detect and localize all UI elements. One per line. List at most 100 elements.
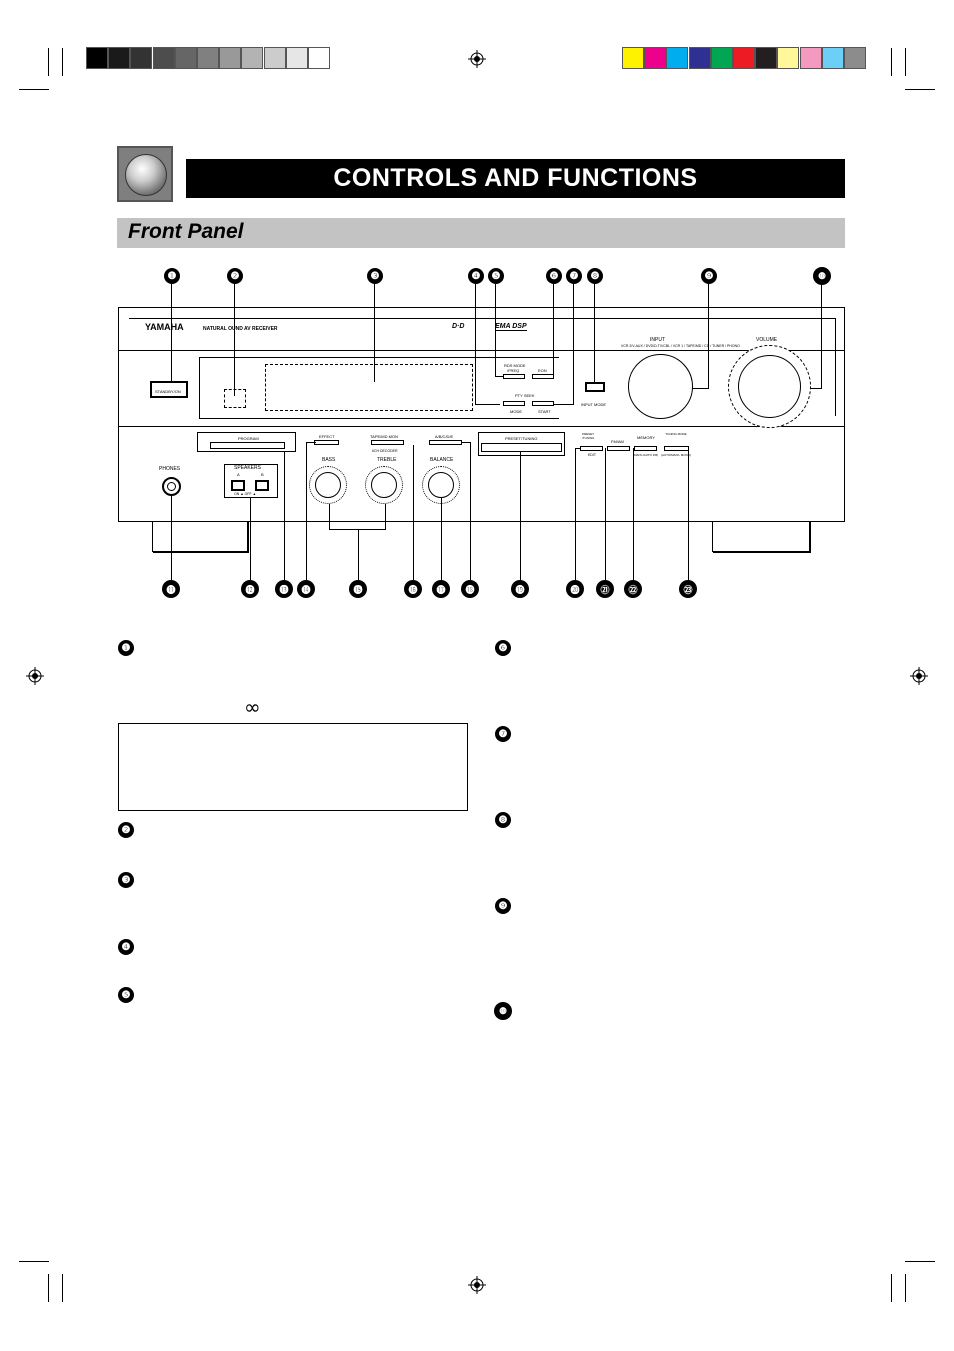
freq-label: /FREQ [507,368,520,373]
desc-marker-7: ❼ [495,726,511,742]
panel-inner-line [129,318,835,319]
tuning-mode-button[interactable] [664,446,689,451]
receiver-front-panel [118,307,845,522]
abcde-label: A/B/C/D/E [435,434,454,439]
leader-line [470,442,471,580]
color-swatch [219,47,242,69]
fm-am-button[interactable] [607,446,630,451]
input-mode-label: INPUT MODE [581,402,607,407]
callout-16: ⓰ [404,580,422,598]
section-subtitle-bar: Front Panel [117,218,845,248]
leader-line [573,284,574,405]
crop-mark [62,1274,63,1302]
panel-foot-left [152,521,248,552]
speakers-a-button[interactable] [231,480,245,491]
tape-md-mon-button[interactable] [371,440,404,445]
desc-marker-8: ❽ [495,812,511,828]
abcde-button[interactable] [429,440,462,445]
desc-marker-2: ❷ [118,822,134,838]
preset-tuning-small-label: PRESET /TUNING [582,432,595,440]
pty-seek-label: PTY SEEK [515,393,535,398]
callout-15: ⓯ [349,580,367,598]
color-swatch [174,47,197,69]
color-swatch [777,47,800,69]
volume-knob[interactable] [738,355,801,418]
tuning-mode-label: TUNING MODE [665,432,687,436]
leader-line [575,448,576,580]
leader-line [441,498,442,580]
pty-seek-mode-button[interactable] [503,401,525,406]
callout-18: ⓲ [461,580,479,598]
registration-mark-icon [910,667,928,685]
input-label: INPUT [650,337,665,343]
brand-tagline: NATURAL OUND AV RECEIVER [203,326,278,332]
callout-3: ❸ [367,268,383,284]
callout-13: ⓭ [275,580,293,598]
registration-mark-icon [26,667,44,685]
balance-label: BALANCE [430,457,454,463]
callout-4: ❹ [468,268,484,284]
rds-mode-freq-button[interactable] [503,374,525,379]
leader-line [234,284,235,396]
phones-label: PHONES [159,466,181,472]
color-swatch [666,47,689,69]
memory-button[interactable] [634,446,657,451]
leader-line [475,404,500,405]
leader-line [329,529,386,530]
bass-knob[interactable] [315,472,341,498]
color-swatch [152,47,175,69]
start-label: START [538,409,551,414]
balance-knob[interactable] [428,472,454,498]
color-swatch [241,47,264,69]
desc-marker-3: ❸ [118,872,134,888]
callout-22: ㉒ [624,580,642,598]
desc-marker-10: ❿ [494,1002,512,1020]
crop-mark [62,48,63,76]
color-swatch [821,47,844,69]
leader-line [306,442,307,580]
callout-6: ❻ [546,268,562,284]
color-swatch [108,47,131,69]
leader-line [633,448,634,580]
color-swatch [755,47,778,69]
preset-tuning-selector[interactable] [481,443,562,452]
max-auto-fm-label: (MAN'L/AUTO FM) [633,453,659,457]
input-mode-button[interactable] [585,382,605,392]
color-swatch [710,47,733,69]
input-selector-knob[interactable] [628,354,693,419]
mode-label: MODE [510,409,522,414]
eon-button[interactable] [532,374,554,379]
effect-button[interactable] [314,440,339,445]
speaker-a-label: A [237,472,240,477]
program-label: PROGRAM [238,436,259,441]
section-subtitle: Front Panel [128,220,244,243]
pty-seek-start-button[interactable] [532,401,554,406]
callout-9: ❾ [701,268,717,284]
leader-line [374,284,375,382]
callout-14: ⓮ [297,580,315,598]
color-swatch [688,47,711,69]
leader-line [413,445,414,580]
speakers-b-button[interactable] [255,480,269,491]
treble-knob[interactable] [371,472,397,498]
preset-tuning-edit-button[interactable] [580,446,603,451]
panel-divider [118,350,845,351]
callout-2: ❷ [227,268,243,284]
speaker-on-off-label: ON ▲ OFF ▲ [234,492,257,496]
color-swatch [130,47,153,69]
speakers-label: SPEAKERS [234,465,261,471]
program-selector[interactable] [210,442,285,449]
callout-10: ❿ [813,267,831,285]
color-swatch [844,47,866,69]
preset-tuning-frame [478,432,565,456]
callout-23: ㉓ [679,580,697,598]
standby-on-button[interactable] [150,381,188,398]
color-swatch [197,47,219,69]
leader-line [688,448,689,580]
crop-mark [891,48,892,76]
callout-20: ⓴ [566,580,584,598]
eon-label: EON [538,368,547,373]
display-window [199,357,559,419]
leader-line [821,284,822,388]
leader-line [250,498,251,580]
